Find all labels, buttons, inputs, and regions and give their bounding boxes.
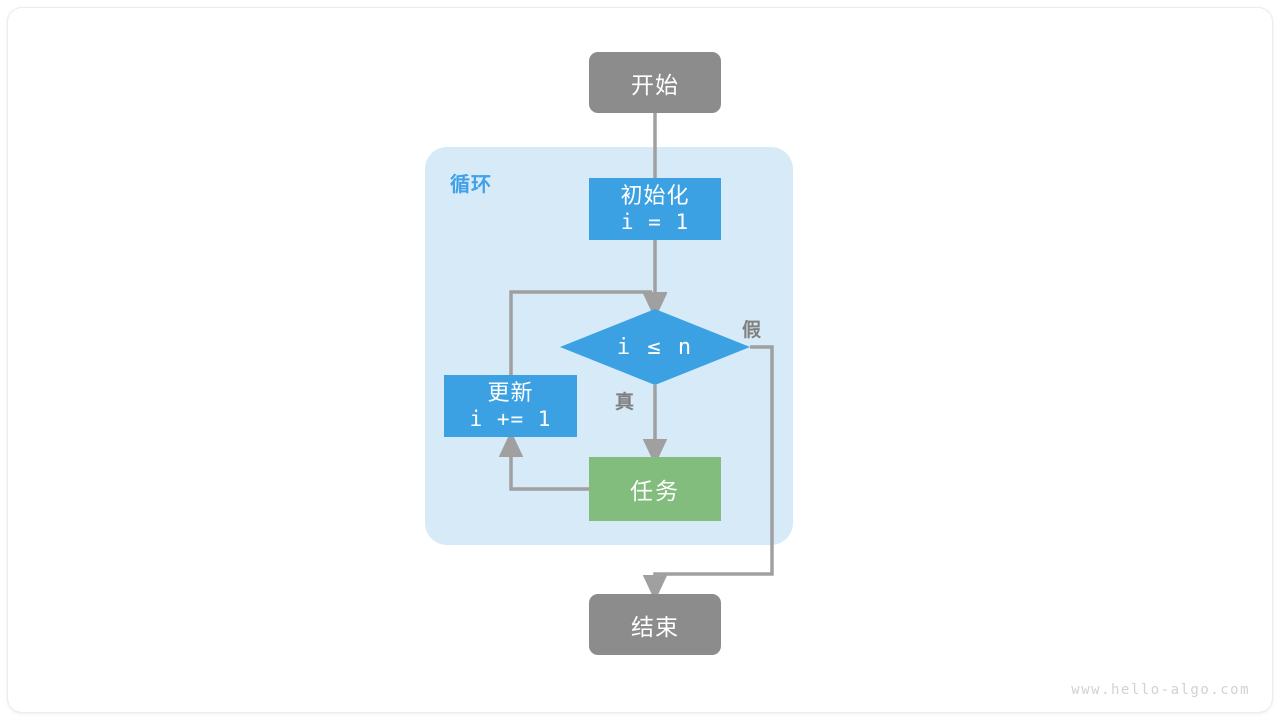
loop-group-label: 循环	[450, 174, 492, 196]
update-node[interactable]: 更新 i += 1	[444, 375, 577, 437]
watermark: www.hello-algo.com	[1071, 682, 1250, 698]
end-node-label: 结束	[631, 613, 679, 640]
branch-label-true: 真	[615, 392, 636, 413]
task-node[interactable]: 任务	[589, 457, 721, 521]
update-node-shape[interactable]	[444, 375, 577, 437]
start-node-label: 开始	[631, 71, 679, 98]
update-node-code: i += 1	[469, 406, 552, 431]
task-node-label: 任务	[630, 478, 680, 504]
condition-node-shape[interactable]	[560, 309, 750, 385]
branch-label-false: 假	[742, 320, 763, 341]
condition-node-label: i ≤ n	[616, 335, 694, 360]
end-node[interactable]: 结束	[589, 594, 721, 655]
connector-task-to-update	[498, 430, 589, 491]
connector-update-to-condition	[509, 290, 652, 375]
init-node-code: i = 1	[620, 209, 690, 234]
start-node-shape[interactable]	[589, 52, 721, 113]
start-node[interactable]: 开始	[589, 52, 721, 113]
connector-condition-to-end	[642, 345, 774, 602]
end-node-shape[interactable]	[589, 594, 721, 655]
task-node-shape[interactable]	[589, 457, 721, 521]
init-node-label: 初始化	[620, 182, 690, 208]
init-node-shape[interactable]	[589, 178, 721, 240]
init-node[interactable]: 初始化 i = 1	[589, 178, 721, 240]
update-node-label: 更新	[487, 379, 534, 405]
